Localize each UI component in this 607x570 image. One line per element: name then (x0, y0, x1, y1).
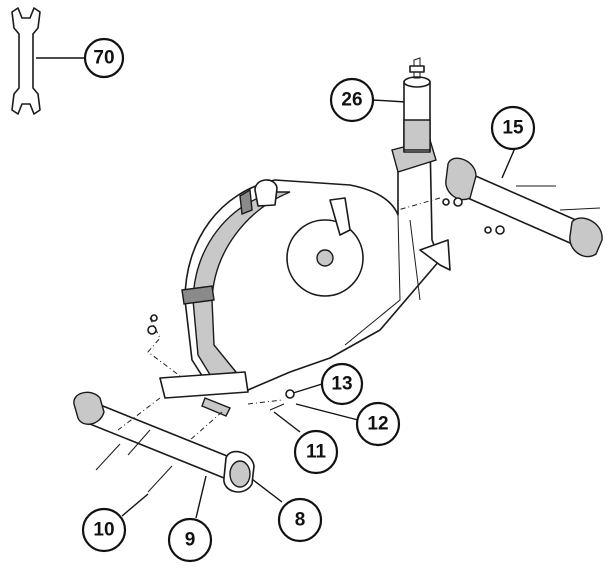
callout-13: 13 (320, 362, 364, 406)
rear-stabilizer-part (442, 157, 603, 258)
main-frame (159, 139, 451, 417)
callout-9-label: 9 (185, 530, 196, 551)
callout-8-label: 8 (295, 510, 306, 531)
callout-13-label: 13 (331, 374, 352, 395)
callout-8: 8 (277, 497, 323, 543)
callout-11: 11 (293, 429, 339, 475)
callout-12: 12 (355, 401, 401, 447)
washer-bolt-hardware (147, 314, 295, 411)
callout-70-label: 70 (93, 48, 114, 69)
wrench-part (11, 7, 41, 115)
callout-11-label: 11 (306, 442, 327, 463)
callout-10: 10 (81, 507, 127, 553)
callout-10-label: 10 (93, 520, 114, 541)
front-stabilizer-part (73, 391, 255, 493)
assembly-guide-lines (117, 197, 441, 441)
callout-15: 15 (490, 105, 536, 151)
callout-12-label: 12 (367, 414, 388, 435)
callout-15-label: 15 (502, 118, 524, 139)
leader-lines (36, 57, 516, 519)
callout-26-label: 26 (341, 90, 362, 111)
callout-70: 70 (83, 37, 125, 79)
callout-26: 26 (329, 77, 375, 123)
seat-post-part (403, 57, 431, 153)
callout-9: 9 (167, 517, 213, 563)
